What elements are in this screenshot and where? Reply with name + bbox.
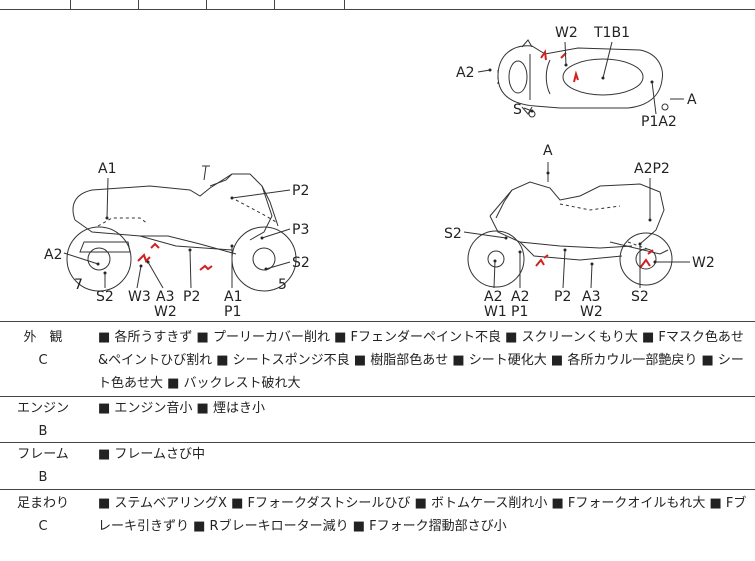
right-label-p1: P1 bbox=[511, 304, 528, 320]
top-label-t1b1: T1B1 bbox=[593, 25, 630, 41]
left-label-a1: A1 bbox=[98, 161, 116, 177]
right-label-s2: S2 bbox=[444, 226, 462, 242]
section-grade: B bbox=[38, 424, 48, 439]
section-grade: C bbox=[38, 353, 48, 368]
section-category-cell: エンジン B bbox=[0, 397, 86, 443]
left-label-w2: W2 bbox=[154, 304, 177, 320]
top-table-strip bbox=[0, 0, 755, 9]
left-label-s2: S2 bbox=[292, 255, 310, 271]
left-label-a3: A3 bbox=[156, 289, 174, 305]
section-exterior: 外 観 C ■ 各所うすきず ■ プーリーカバー削れ ■ Fフェンダーペイント不… bbox=[0, 322, 755, 397]
section-category: フレーム bbox=[17, 447, 69, 462]
left-label-5: 5 bbox=[278, 277, 287, 293]
section-grade: C bbox=[38, 519, 48, 534]
section-category-cell: フレーム B bbox=[0, 443, 86, 489]
damage-diagram: W2 T1B1 A2 S A P1A2 bbox=[0, 9, 755, 322]
section-description: ■ 各所うすきず ■ プーリーカバー削れ ■ Fフェンダーペイント不良 ■ スク… bbox=[98, 330, 744, 391]
left-label-a2: A2 bbox=[44, 247, 62, 263]
section-category: エンジン bbox=[16, 401, 69, 416]
right-label-a2: A2 bbox=[484, 289, 502, 305]
section-grade: B bbox=[38, 470, 48, 485]
left-label-a1-bottom: A1 bbox=[224, 289, 242, 305]
top-label-p1a2: P1A2 bbox=[641, 114, 677, 130]
section-category: 足まわり bbox=[16, 496, 69, 511]
top-view-scooter bbox=[488, 39, 669, 118]
right-label-p2: P2 bbox=[554, 289, 571, 305]
motorcycle-diagram-svg: W2 T1B1 A2 S A P1A2 bbox=[44, 25, 715, 320]
section-engine: エンジン B ■ エンジン音小 ■ 煙はき小 bbox=[0, 397, 755, 443]
section-category: 外 観 bbox=[23, 330, 63, 345]
right-label-a2p2: A2P2 bbox=[634, 161, 670, 177]
left-label-p2-bottom: P2 bbox=[183, 289, 200, 305]
section-suspension: 足まわり C ■ ステムベアリングX ■ Fフォークダストシールひび ■ ボトム… bbox=[0, 490, 755, 561]
section-description: ■ ステムベアリングX ■ Fフォークダストシールひび ■ ボトムケース削れ小 … bbox=[98, 496, 747, 534]
top-label-a: A bbox=[687, 92, 697, 108]
section-category-cell: 足まわり C bbox=[0, 492, 86, 538]
right-side-view-scooter bbox=[467, 170, 673, 288]
right-label-a3: A3 bbox=[582, 289, 600, 305]
left-label-7: 7 bbox=[74, 277, 83, 293]
left-side-view-scooter bbox=[66, 165, 297, 292]
left-label-p1: P1 bbox=[224, 304, 241, 320]
right-label-s2-bottom: S2 bbox=[631, 289, 649, 305]
right-label-w2: W2 bbox=[692, 255, 715, 271]
left-label-p2: P2 bbox=[292, 183, 309, 199]
left-label-w3: W3 bbox=[128, 289, 151, 305]
right-label-w1: W1 bbox=[484, 304, 507, 320]
right-label-a2-second: A2 bbox=[511, 289, 529, 305]
right-label-w2-bottom: W2 bbox=[580, 304, 603, 320]
top-label-a2: A2 bbox=[456, 65, 474, 81]
section-frame: フレーム B ■ フレームさび中 bbox=[0, 443, 755, 490]
left-label-s2-bottom: S2 bbox=[96, 289, 114, 305]
top-label-s: S bbox=[513, 102, 522, 118]
left-label-p3: P3 bbox=[292, 222, 309, 238]
section-description: ■ エンジン音小 ■ 煙はき小 bbox=[98, 401, 265, 416]
right-label-a: A bbox=[543, 143, 553, 159]
section-category-cell: 外 観 C bbox=[0, 326, 86, 372]
section-description: ■ フレームさび中 bbox=[98, 447, 206, 462]
top-label-w2: W2 bbox=[555, 25, 578, 41]
